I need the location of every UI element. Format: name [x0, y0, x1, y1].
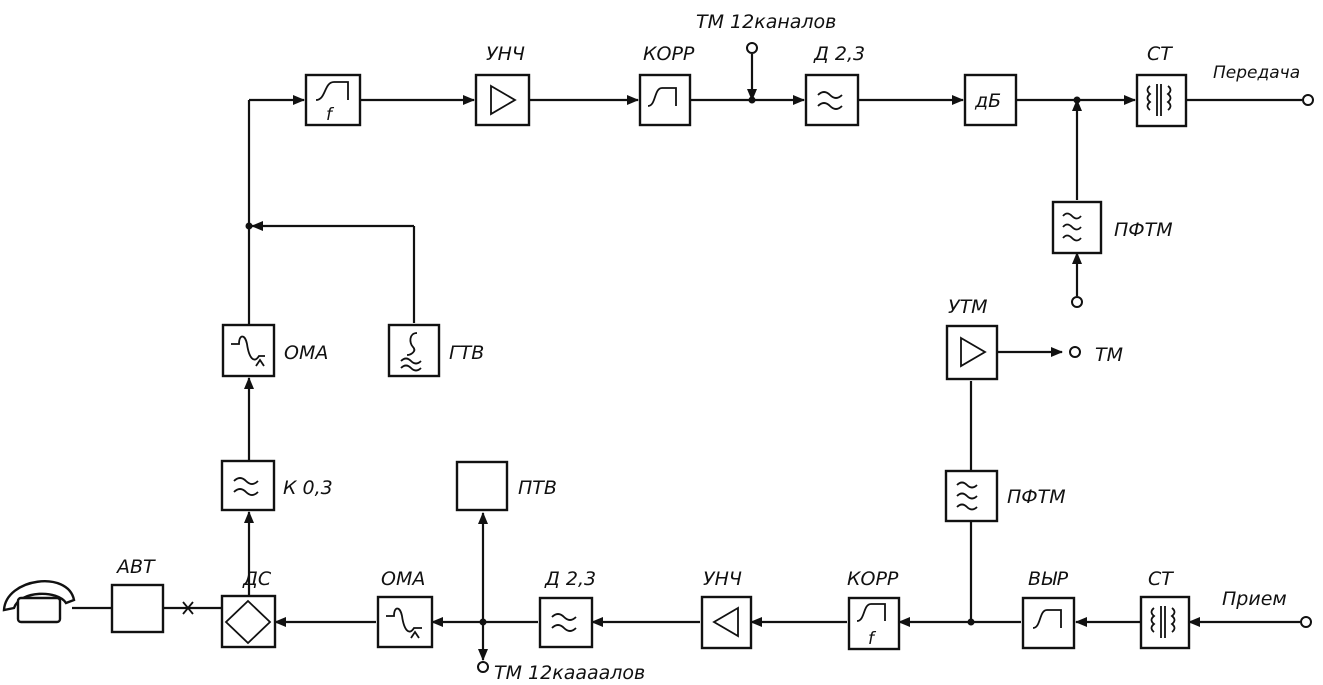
wave-filter-icon — [1062, 212, 1082, 242]
oma-modulator-left — [221, 323, 276, 378]
svg-text:f: f — [326, 105, 335, 125]
triangle-amplifier-icon — [712, 606, 739, 638]
ptv-box — [455, 460, 509, 512]
step-corrector-icon — [1032, 609, 1062, 629]
label-ct-bottom: СТ — [1148, 568, 1174, 590]
db-attenuator: дБ — [963, 73, 1018, 127]
d23-filter-bottom — [538, 596, 594, 649]
label-korr-top: КОРР — [643, 43, 695, 65]
left-path-wires — [244, 100, 416, 595]
transformer-icon — [1146, 84, 1172, 116]
step-corrector-icon — [856, 603, 886, 622]
unch-amplifier-top — [474, 73, 531, 127]
svg-text:дБ: дБ — [974, 90, 1001, 112]
diamond-bridge-icon — [224, 599, 272, 645]
bottom-path-wires — [72, 347, 1300, 661]
label-tm12-top: ТМ 12каналов — [696, 11, 836, 33]
label-k03: К 0,3 — [283, 477, 333, 499]
label-priem: Прием — [1222, 588, 1287, 610]
junction-dot — [967, 618, 975, 626]
label-unch-bottom: УНЧ — [703, 568, 742, 590]
label-utm: УТМ — [948, 296, 988, 318]
korr-corrector-top — [638, 73, 692, 127]
label-unch-top: УНЧ — [486, 43, 525, 65]
label-d23-bottom: Д 2,3 — [544, 568, 596, 590]
modulator-icon — [386, 607, 422, 639]
wave-filter-icon — [956, 481, 978, 511]
label-peredacha: Передача — [1213, 63, 1300, 83]
label-oma-bottom: ОМА — [381, 568, 425, 590]
label-tm12-bottom: ТМ 12каааалов — [494, 662, 645, 684]
label-tm-out: ТМ — [1095, 344, 1123, 366]
peredacha-terminal — [1302, 94, 1314, 106]
step-corrector-icon — [647, 87, 677, 107]
wave-filter-icon — [233, 477, 259, 496]
tm12-bottom-terminal — [477, 661, 489, 673]
ct-transformer-top — [1135, 73, 1188, 128]
label-d23-top: Д 2,3 — [813, 43, 865, 65]
tm12-top-terminal — [746, 42, 758, 54]
freq-shaper-box-top: f — [304, 73, 362, 127]
triangle-amplifier-icon — [960, 336, 987, 368]
label-vyr: ВЫР — [1028, 568, 1069, 590]
vyr-equalizer — [1021, 596, 1076, 650]
label-oma-left: ОМА — [284, 342, 328, 364]
korr-corrector-bottom: f — [847, 596, 901, 651]
modulator-icon — [231, 335, 265, 367]
label-ct-top: СТ — [1147, 43, 1173, 65]
label-avt: АВТ — [115, 556, 156, 578]
k03-filter — [220, 459, 276, 512]
junction-dot — [479, 618, 487, 626]
junction-dot — [1073, 96, 1081, 104]
generator-icon — [400, 332, 422, 372]
label-korr-bottom: КОРР — [847, 568, 899, 590]
tm-out-terminal — [1069, 346, 1081, 358]
transformer-icon — [1150, 606, 1176, 638]
priem-terminal — [1300, 616, 1312, 628]
utm-amplifier — [945, 324, 999, 381]
junction-dot — [748, 96, 756, 104]
cross-mark-icon — [182, 601, 194, 615]
d23-filter-top — [804, 73, 860, 127]
label-gtv: ГТВ — [449, 342, 484, 364]
junction-dot — [245, 222, 253, 230]
gtv-generator — [387, 323, 441, 378]
label-dc: ДС — [242, 568, 272, 590]
label-pftm-top: ПФТМ — [1114, 219, 1173, 241]
label-pftm-bottom: ПФТМ — [1007, 486, 1066, 508]
wave-filter-icon — [551, 613, 577, 632]
telephone-handset-icon — [2, 580, 76, 624]
label-ptv: ПТВ — [518, 477, 557, 499]
ct-transformer-bottom — [1139, 595, 1191, 650]
wave-filter-icon — [817, 91, 843, 110]
dc-bridge — [220, 594, 277, 649]
pftm-filter-top — [1051, 200, 1103, 255]
step-corrector-icon — [315, 81, 349, 101]
avt-box — [110, 583, 165, 634]
oma-modulator-bottom — [376, 595, 434, 649]
pftm-filter-bottom — [944, 469, 999, 523]
triangle-amplifier-icon — [490, 84, 517, 116]
svg-text:f: f — [868, 629, 877, 649]
unch-amplifier-bottom — [700, 595, 753, 650]
pftm-input-terminal — [1071, 296, 1083, 308]
